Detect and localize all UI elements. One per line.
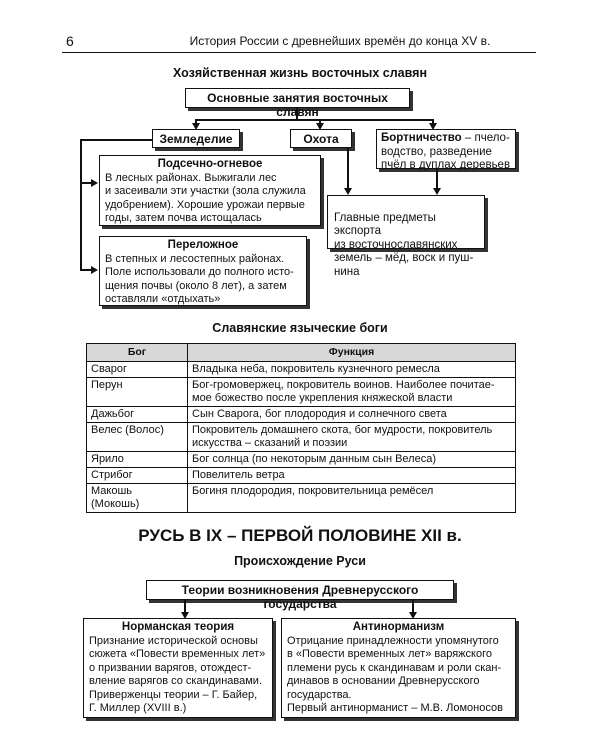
arrow [191, 123, 200, 130]
arrow [432, 188, 441, 195]
hunting-box: Охота [290, 129, 352, 148]
connector [80, 269, 92, 271]
norman-theory-title: Норманская теория [121, 621, 235, 633]
antinormanism-box: Антинорманизм Отрицание принадлежности у… [281, 618, 516, 718]
connector [80, 139, 82, 270]
beekeeping-box: Бортничество – пчело- водство, разведени… [376, 129, 516, 171]
running-title: История России с древнейших времён до ко… [189, 34, 491, 48]
agriculture-box: Земледелие [152, 129, 240, 148]
function-cell: Владыка неба, покровитель кузнечного рем… [187, 361, 516, 378]
fallow-text: В степных и лесостепных районах. Поле ис… [105, 252, 294, 306]
connector [80, 139, 152, 141]
fallow-box: Переложное В степных и лесостепных район… [99, 236, 307, 306]
connector [432, 119, 434, 125]
norman-theory-box: Норманская теория Признание исторической… [83, 618, 273, 718]
god-cell: Стрибог [86, 467, 188, 484]
god-cell: Макошь (Мокошь) [86, 483, 188, 513]
arrow [315, 123, 324, 130]
arrow [91, 265, 98, 274]
function-cell: Бог-громовержец, покровитель воинов. Наи… [187, 377, 516, 407]
god-cell: Ярило [86, 451, 188, 468]
arrow [428, 123, 437, 130]
theories-label: Теории возникновения Древнерусского госу… [181, 583, 419, 611]
connector [412, 600, 414, 614]
connector [296, 108, 298, 120]
header-rule [62, 52, 536, 53]
arrow [343, 188, 352, 195]
chapter-title: РУСЬ В IX – ПЕРВОЙ ПОЛОВИНЕ XII в. [138, 526, 462, 545]
slash-burn-title: Подсечно-огневое [157, 158, 263, 170]
function-cell: Сын Сварога, бог плодородия и солнечного… [187, 406, 516, 423]
norman-theory-text: Признание исторической основы сюжета «По… [89, 634, 266, 715]
table-row: Макошь (Мокошь) Богиня плодородия, покро… [86, 483, 516, 513]
table-row: Сварог Владыка неба, покровитель кузнечн… [86, 361, 516, 378]
function-cell: Богиня плодородия, покровительница ремёс… [187, 483, 516, 513]
arrow [91, 178, 98, 187]
hunting-label: Охота [303, 132, 339, 146]
table-row: Дажьбог Сын Сварога, бог плодородия и со… [86, 406, 516, 423]
function-cell: Покровитель домашнего скота, бог мудрост… [187, 422, 516, 452]
connector [319, 119, 321, 125]
page-number: 6 [66, 33, 74, 49]
economy-title: Хозяйственная жизнь восточных славян [172, 66, 427, 80]
table-row: Ярило Бог солнца (по некоторым данным сы… [86, 451, 516, 468]
slash-burn-text: В лесных районах. Выжигали лес и засеива… [105, 171, 306, 225]
table-row: Велес (Волос) Покровитель домашнего скот… [86, 422, 516, 452]
table-header-row: Бог Функция [86, 343, 516, 362]
beekeeping-title: Бортничество [381, 132, 462, 144]
rus-subtitle: Происхождение Руси [234, 554, 366, 568]
exports-box: Главные предметы экспорта из восточносла… [327, 195, 485, 278]
god-cell: Дажьбог [86, 406, 188, 423]
slash-burn-box: Подсечно-огневое В лесных районах. Выжиг… [99, 155, 321, 226]
exports-text: Главные предметы экспорта из восточносла… [334, 211, 474, 278]
connector [347, 148, 349, 190]
antinormanism-title: Антинорманизм [352, 621, 445, 633]
gods-table: Бог Функция Сварог Владыка неба, покрови… [86, 343, 516, 513]
table-row: Стрибог Повелитель ветра [86, 467, 516, 484]
col-header-god: Бог [86, 343, 188, 362]
arrow [180, 612, 189, 619]
connector [80, 182, 92, 184]
antinormanism-text: Отрицание принадлежности упомянутого в «… [287, 634, 503, 715]
beekeeping-text: – пчело- водство, разведение пчёл в дупл… [381, 132, 511, 171]
arrow [408, 612, 417, 619]
main-occupations-box: Основные занятия восточных славян [185, 88, 410, 119]
connector [195, 119, 197, 125]
god-cell: Сварог [86, 361, 188, 378]
god-cell: Перун [86, 377, 188, 407]
connector [184, 600, 186, 614]
main-occupations-label: Основные занятия восточных славян [207, 91, 388, 119]
god-cell: Велес (Волос) [86, 422, 188, 452]
connector [195, 119, 433, 121]
function-cell: Повелитель ветра [187, 467, 516, 484]
table-row: Перун Бог-громовержец, покровитель воино… [86, 377, 516, 407]
function-cell: Бог солнца (по некоторым данным сын Веле… [187, 451, 516, 468]
theories-box: Теории возникновения Древнерусского госу… [146, 580, 454, 611]
connector [436, 169, 438, 190]
col-header-function: Функция [187, 343, 516, 362]
fallow-title: Переложное [167, 239, 239, 251]
agriculture-label: Земледелие [159, 132, 233, 146]
gods-title: Славянские языческие боги [212, 321, 388, 335]
